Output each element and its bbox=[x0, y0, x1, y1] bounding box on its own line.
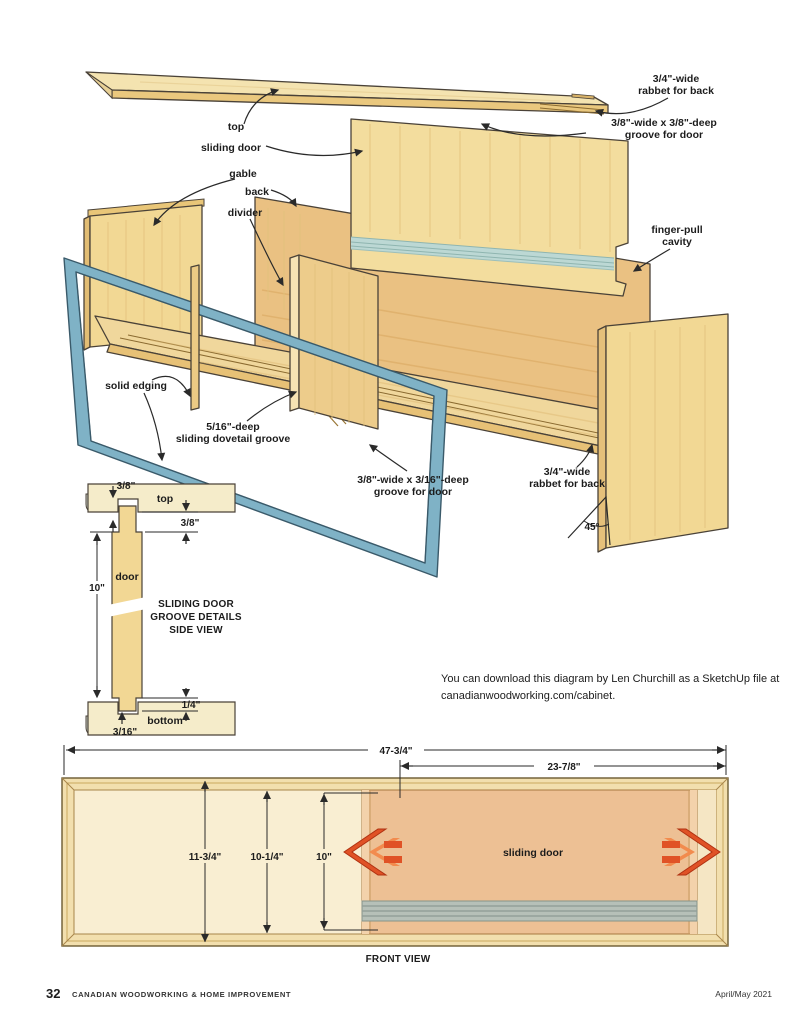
callout-groove-bottom-1: 3/8"-wide x 3/16"-deep bbox=[357, 474, 469, 486]
attribution-line-2: canadianwoodworking.com/cabinet. bbox=[441, 690, 615, 702]
fv-door-label: sliding door bbox=[503, 847, 563, 859]
sv-label-top: top bbox=[157, 493, 173, 505]
fv-dim-door-height: 10" bbox=[308, 792, 378, 931]
sv-dim-door-height: 10" bbox=[89, 583, 105, 594]
slide-direction-arrow-right bbox=[662, 828, 721, 876]
bottom-section bbox=[87, 701, 236, 736]
top-board bbox=[85, 71, 609, 115]
label-solid-edging: solid edging bbox=[105, 380, 167, 392]
fv-caption: FRONT VIEW bbox=[366, 954, 431, 965]
svg-text:11-3/4": 11-3/4" bbox=[189, 852, 222, 863]
label-gable: gable bbox=[229, 168, 257, 180]
door-track-groove bbox=[350, 236, 615, 271]
exploded-view: 45° top sliding door gable back divider … bbox=[63, 71, 729, 578]
callout-rabbet-top-2: rabbet for back bbox=[638, 85, 714, 97]
leader-arrows bbox=[143, 88, 671, 472]
side-view-detail: 3/8" 3/8" 10" 1/4" 3/16" top door bottom… bbox=[84, 481, 242, 738]
issue-date: April/May 2021 bbox=[715, 989, 772, 999]
callout-rabbet-top-1: 3/4"-wide bbox=[653, 73, 700, 85]
attribution-line-1: You can download this diagram by Len Chu… bbox=[441, 673, 779, 685]
callout-groove-bottom-2: groove for door bbox=[374, 486, 452, 498]
fv-dim-overall-width: 47-3/4" bbox=[63, 745, 727, 775]
sv-dim-engagement: 3/8" bbox=[181, 518, 200, 529]
sv-title-3: SIDE VIEW bbox=[169, 625, 223, 636]
svg-text:23-7/8": 23-7/8" bbox=[547, 762, 580, 773]
fv-dim-opening-height: 10-1/4" bbox=[243, 790, 291, 934]
bevel-angle-mark: 45° bbox=[567, 495, 611, 546]
solid-edging-frame bbox=[63, 257, 448, 578]
callout-rabbet-bottom-1: 3/4"-wide bbox=[544, 466, 591, 478]
callout-labels: 3/4"-wide rabbet for back 3/8"-wide x 3/… bbox=[176, 73, 717, 498]
callout-finger-pull-2: cavity bbox=[662, 236, 692, 248]
svg-text:10": 10" bbox=[316, 852, 332, 863]
label-top: top bbox=[228, 121, 244, 133]
fv-dim-interior-height: 11-3/4" bbox=[181, 780, 229, 943]
callout-dovetail-2: sliding dovetail groove bbox=[176, 433, 291, 445]
break-mark bbox=[108, 597, 146, 617]
sv-dim-groove-bottom: 3/16" bbox=[113, 727, 137, 738]
label-sliding-door: sliding door bbox=[201, 142, 261, 154]
page-footer: 32 CANADIAN WOODWORKING & HOME IMPROVEME… bbox=[46, 986, 772, 1001]
label-divider: divider bbox=[228, 207, 262, 219]
divider-panel bbox=[289, 254, 379, 430]
right-gable bbox=[597, 313, 729, 553]
sv-title-1: SLIDING DOOR bbox=[158, 599, 234, 610]
top-section bbox=[87, 483, 236, 513]
slide-direction-arrow-left bbox=[343, 828, 402, 876]
attribution-note: You can download this diagram by Len Chu… bbox=[441, 673, 779, 702]
callout-finger-pull-1: finger-pull bbox=[651, 224, 702, 236]
page-number: 32 bbox=[46, 986, 60, 1001]
sv-title-2: GROOVE DETAILS bbox=[150, 612, 242, 623]
angle-45-label: 45° bbox=[584, 522, 599, 533]
magazine-title: CANADIAN WOODWORKING & HOME IMPROVEMENT bbox=[72, 990, 291, 999]
fv-sliding-door: sliding door bbox=[361, 789, 716, 935]
svg-text:10-1/4": 10-1/4" bbox=[250, 852, 283, 863]
fv-dim-door-width: 23-7/8" bbox=[399, 760, 726, 798]
sliding-door-panel bbox=[350, 118, 629, 297]
callout-groove-top-1: 3/8"-wide x 3/8"-deep bbox=[611, 117, 717, 129]
label-back: back bbox=[245, 186, 269, 198]
part-labels: top sliding door gable back divider soli… bbox=[105, 121, 269, 392]
front-view: sliding door 47-3/4" bbox=[61, 745, 729, 965]
divider-edging-stick bbox=[190, 264, 200, 411]
svg-text:47-3/4": 47-3/4" bbox=[379, 746, 412, 757]
callout-groove-top-2: groove for door bbox=[625, 129, 703, 141]
sv-dim-bottom-gap: 1/4" bbox=[182, 700, 201, 711]
fv-door-groove-band bbox=[361, 900, 698, 922]
left-gable bbox=[83, 198, 205, 351]
sv-dim-groove-top: 3/8" bbox=[117, 481, 136, 492]
callout-dovetail-1: 5/16"-deep bbox=[206, 421, 259, 433]
sv-label-bottom: bottom bbox=[147, 715, 183, 727]
callout-rabbet-bottom-2: rabbet for back bbox=[529, 478, 605, 490]
sv-label-door: door bbox=[115, 571, 138, 583]
